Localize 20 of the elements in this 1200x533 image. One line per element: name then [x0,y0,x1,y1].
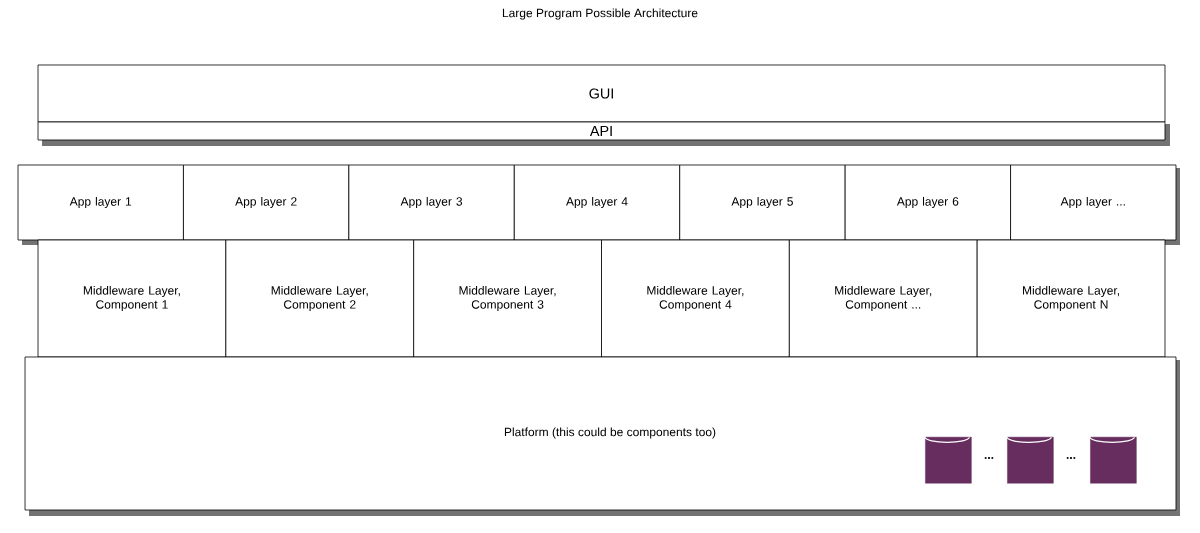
layer-box: App layer 5 [679,164,846,241]
layer-box: App layer 4 [513,164,681,241]
layer-box: App layer 3 [348,164,515,241]
layer-box: Middleware Layer, Component 2 [225,239,415,358]
layer-box: App layer 2 [183,164,350,241]
layer-box: Middleware Layer, Component 4 [601,239,790,358]
layer-box: App layer ... [1010,164,1177,241]
title: Large Program Possible Architecture [502,8,698,20]
layer-box: API [37,121,1166,141]
database-cylinder [924,436,972,484]
database-cylinder [1089,436,1137,484]
layer-box: App layer 6 [844,164,1011,241]
ellipsis: ... [984,457,994,459]
layer-box: Middleware Layer, Component N [976,239,1166,358]
layer-box: Middleware Layer, Component 1 [37,239,227,358]
database-cylinder [1006,436,1054,484]
layer-box: App layer 1 [17,164,184,241]
layer-box: Middleware Layer, Component ... [788,239,978,358]
layer-box: Middleware Layer, Component 3 [413,239,602,358]
ellipsis: ... [1066,457,1076,459]
